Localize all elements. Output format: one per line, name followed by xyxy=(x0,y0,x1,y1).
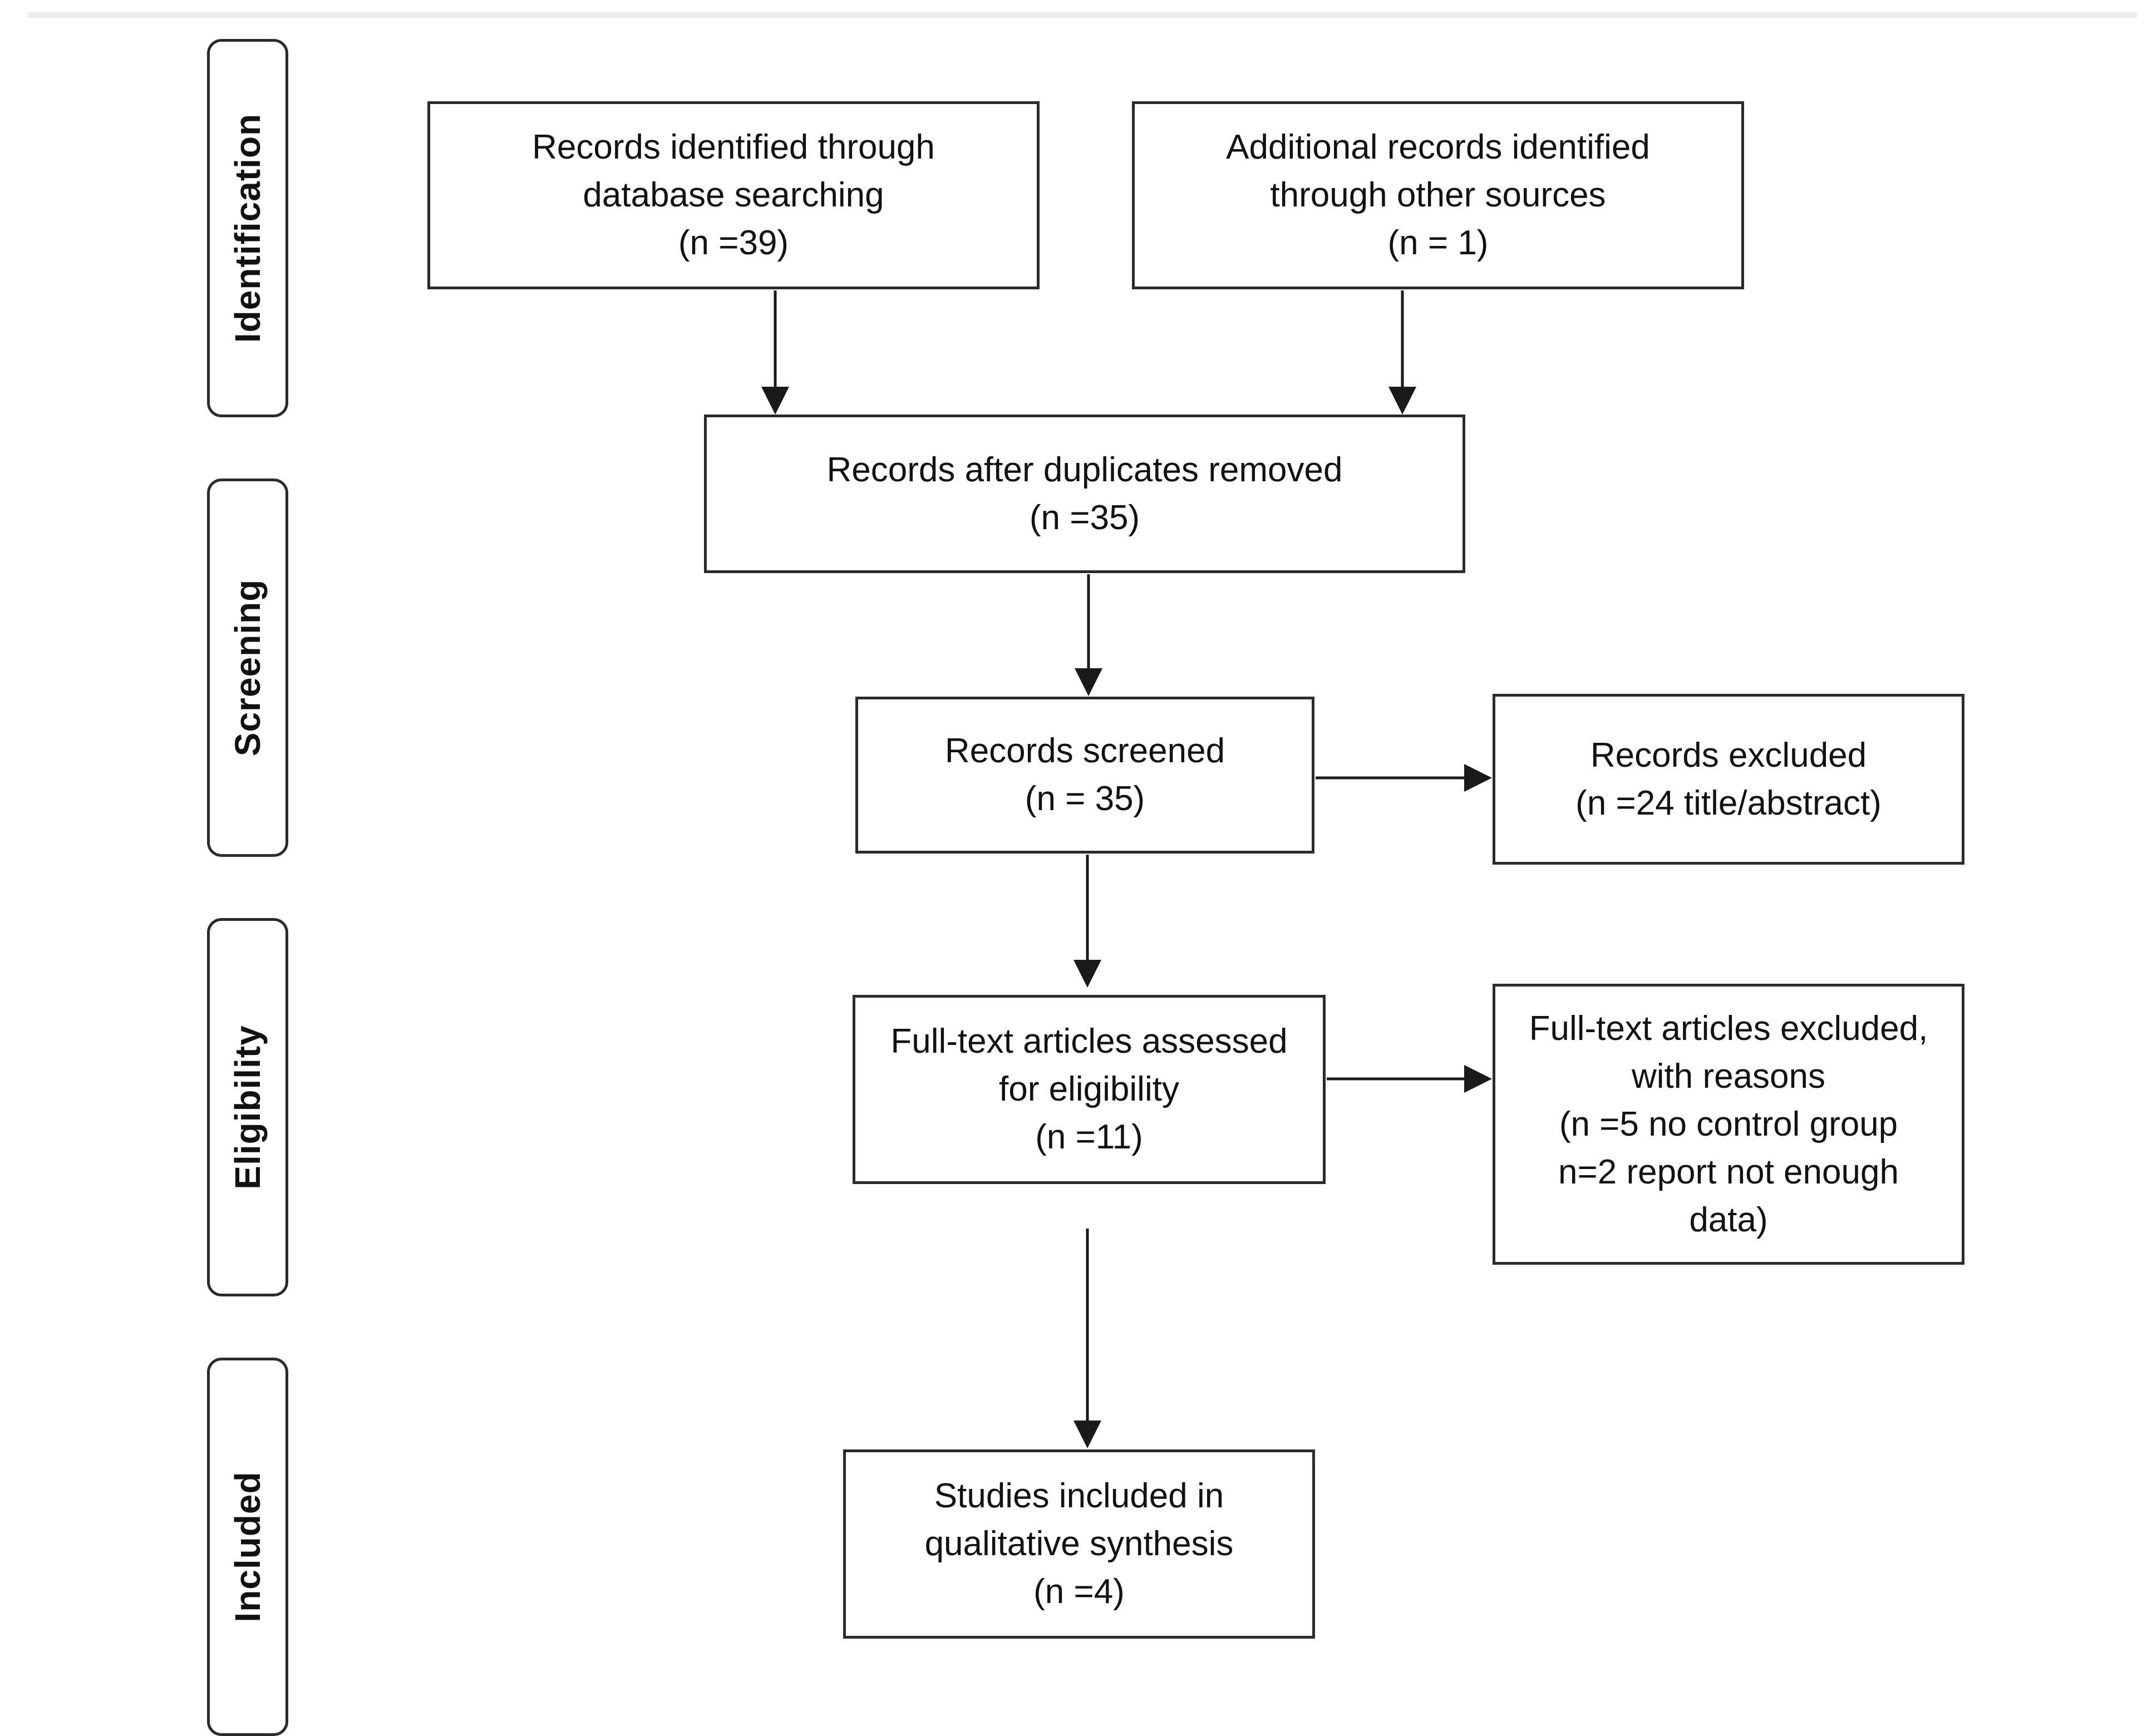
full-text-excluded-box: Full-text articles excluded, with reason… xyxy=(1493,984,1964,1265)
phase-identification: Identification xyxy=(207,39,288,417)
full-text-assessed-line-1: Full-text articles assessed xyxy=(890,1022,1288,1061)
database-records-count: (n =39) xyxy=(678,224,789,262)
full-text-excluded-line-5: data) xyxy=(1689,1200,1768,1239)
after-duplicates-line-1: Records after duplicates removed xyxy=(826,450,1343,489)
after-duplicates-count: (n =35) xyxy=(1029,498,1140,537)
other-sources-box: Additional records identified through ot… xyxy=(1132,101,1744,289)
phase-included: Included xyxy=(207,1358,288,1736)
full-text-assessed-line-2: for eligibility xyxy=(999,1070,1179,1108)
other-sources-line-2: through other sources xyxy=(1270,176,1606,214)
studies-included-line-2: qualitative synthesis xyxy=(924,1525,1234,1563)
database-records-line-2: database searching xyxy=(583,176,884,214)
database-records-box: Records identified through database sear… xyxy=(427,101,1040,289)
studies-included-line-1: Studies included in xyxy=(934,1477,1224,1515)
studies-included-box: Studies included in qualitative synthesi… xyxy=(843,1449,1315,1639)
phase-eligibility: Eligibility xyxy=(207,918,288,1296)
full-text-excluded-line-1: Full-text articles excluded, xyxy=(1529,1009,1928,1048)
records-screened-box: Records screened (n = 35) xyxy=(855,697,1314,854)
phase-screening: Screening xyxy=(207,479,288,857)
records-screened-line-1: Records screened xyxy=(944,732,1225,770)
full-text-excluded-line-4: n=2 report not enough xyxy=(1558,1152,1899,1191)
full-text-excluded-line-3: (n =5 no control group xyxy=(1559,1104,1898,1143)
records-excluded-count: (n =24 title/abstract) xyxy=(1575,783,1882,822)
other-sources-line-1: Additional records identified xyxy=(1226,128,1650,166)
top-divider xyxy=(28,12,2137,18)
database-records-line-1: Records identified through xyxy=(532,128,935,166)
after-duplicates-box: Records after duplicates removed (n =35) xyxy=(704,415,1465,573)
records-excluded-line-1: Records excluded xyxy=(1590,736,1867,775)
full-text-excluded-line-2: with reasons xyxy=(1631,1057,1826,1096)
full-text-assessed-count: (n =11) xyxy=(1035,1118,1143,1156)
full-text-assessed-box: Full-text articles assessed for eligibil… xyxy=(853,995,1326,1184)
records-excluded-box: Records excluded (n =24 title/abstract) xyxy=(1493,694,1964,865)
other-sources-count: (n = 1) xyxy=(1387,224,1489,262)
studies-included-count: (n =4) xyxy=(1033,1572,1125,1611)
records-screened-count: (n = 35) xyxy=(1025,780,1145,818)
